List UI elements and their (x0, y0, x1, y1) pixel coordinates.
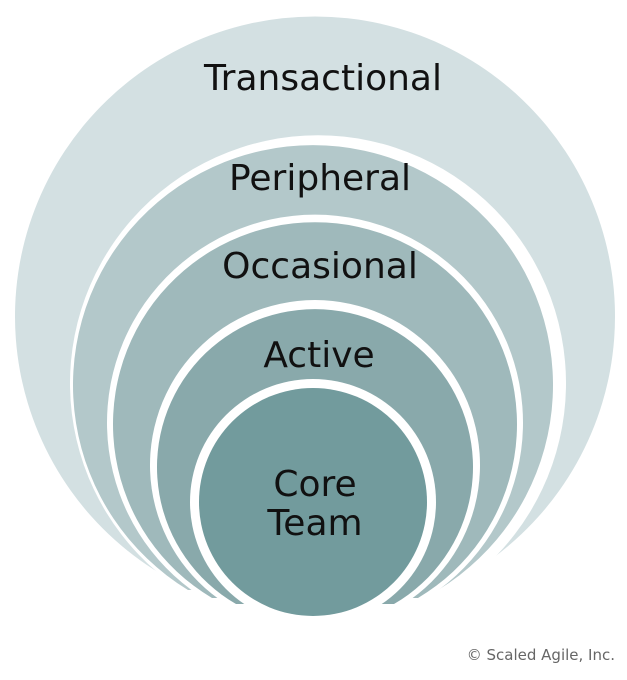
label-transactional: Transactional (203, 58, 442, 99)
label-occasional: Occasional (222, 246, 418, 287)
label-core: Core (273, 464, 356, 505)
core-team-circle (199, 388, 427, 616)
label-active: Active (263, 335, 374, 376)
label-peripheral: Peripheral (229, 158, 411, 199)
label-team: Team (266, 503, 362, 544)
copyright-notice: © Scaled Agile, Inc. (466, 646, 615, 664)
